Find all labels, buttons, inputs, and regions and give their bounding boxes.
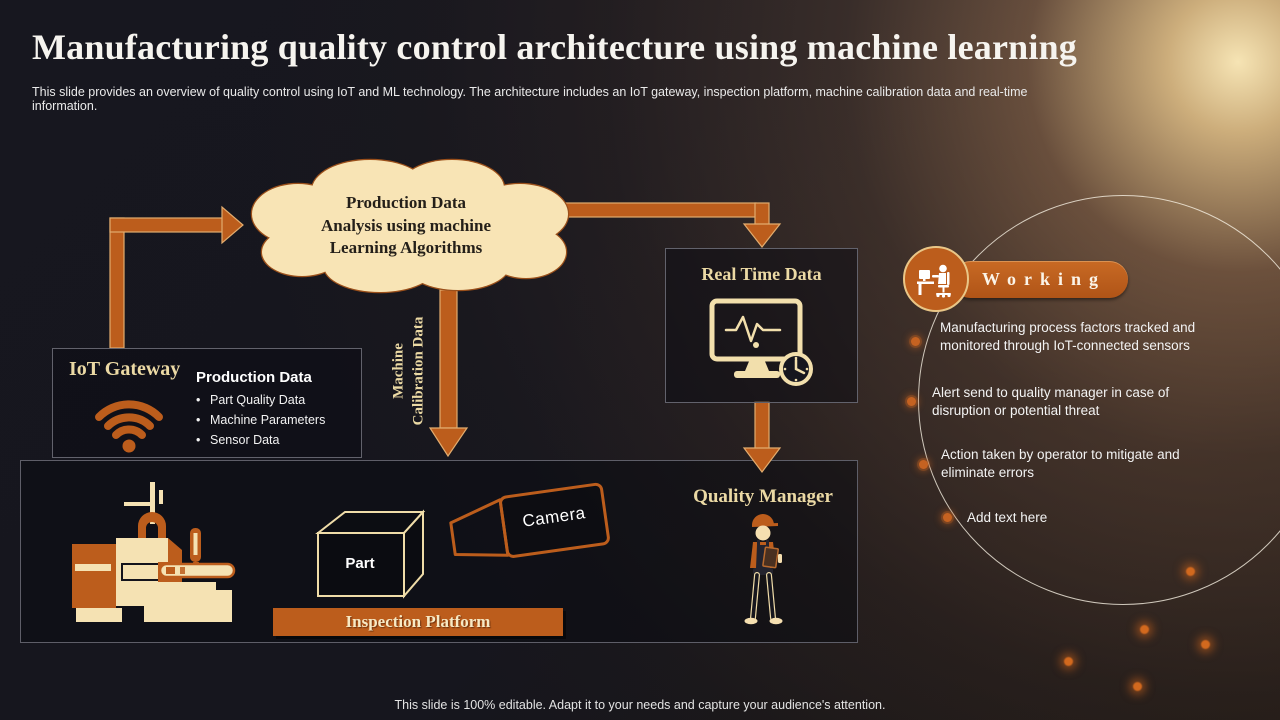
working-label: Working xyxy=(981,269,1107,289)
inspector-person-icon xyxy=(744,514,783,625)
production-analysis-cloud[interactable]: Production Data Analysis using machine L… xyxy=(238,150,574,298)
monitor-pulse-clock-icon xyxy=(709,298,813,386)
bullet-text: Part Quality Data xyxy=(210,393,306,407)
cloud-label: Production Data Analysis using machine L… xyxy=(238,150,574,298)
machine-calibration-data-label[interactable]: Machine Calibration Data xyxy=(386,303,432,440)
bullet-icon: • xyxy=(196,433,201,447)
iot-gateway-title: IoT Gateway xyxy=(69,358,181,380)
bullet-icon: • xyxy=(196,393,201,407)
wifi-icon xyxy=(95,400,163,453)
arrow-cloud-to-realtime xyxy=(562,202,782,248)
machine-calibration-line2: Calibration Data xyxy=(410,316,427,426)
cloud-label-line1: Production Data xyxy=(345,192,467,212)
bullet-text: Machine Parameters xyxy=(210,413,326,427)
slide-subtitle: This slide provides an overview of quali… xyxy=(32,85,1028,113)
bullet-icon: • xyxy=(196,413,201,427)
arrow-iot-to-cloud xyxy=(109,205,244,349)
real-time-data-title: Real Time Data xyxy=(701,264,822,284)
working-icon-circle[interactable] xyxy=(903,246,969,312)
cube-wireframe-icon xyxy=(315,509,426,599)
list-marker-dot xyxy=(943,513,952,522)
sparkle-dot xyxy=(1140,625,1149,634)
list-marker-dot xyxy=(911,337,920,346)
working-item-3[interactable]: Action taken by operator to mitigate and… xyxy=(941,447,1180,480)
production-data-title: Production Data xyxy=(196,369,312,386)
cloud-shape-icon xyxy=(250,158,570,294)
working-badge[interactable]: Working xyxy=(952,261,1128,298)
sparkle-dot xyxy=(1201,640,1210,649)
sparkle-dot xyxy=(1133,682,1142,691)
quality-manager-title: Quality Manager xyxy=(693,486,833,507)
part-label: Part xyxy=(345,555,375,572)
list-marker-dot xyxy=(919,460,928,469)
working-item-2[interactable]: Alert send to quality manager in case of… xyxy=(932,385,1170,418)
real-time-data-box[interactable]: Real Time Data xyxy=(665,248,858,403)
sparkle-dot xyxy=(1186,567,1195,576)
arrow-machine-calibration-down xyxy=(428,289,469,458)
iot-gateway-box[interactable]: IoT Gateway Production Data • Part Quali… xyxy=(52,348,362,458)
slide-footer-note: This slide is 100% editable. Adapt it to… xyxy=(394,698,886,712)
arrow-realtime-to-quality-manager xyxy=(742,401,782,473)
part-cube[interactable]: Part xyxy=(310,508,428,600)
cnc-machine-icon xyxy=(72,482,236,622)
inspection-platform-label: Inspection Platform xyxy=(345,612,491,631)
bullet-text: Sensor Data xyxy=(210,433,280,447)
machine-calibration-line1: Machine xyxy=(390,343,407,399)
operator-at-desk-icon xyxy=(917,264,951,298)
list-item: • Sensor Data xyxy=(196,430,356,450)
cloud-label-line3: Learning Algorithms xyxy=(329,238,483,258)
list-marker-dot xyxy=(907,397,916,406)
camera-shape[interactable]: Camera xyxy=(443,477,614,575)
working-item-1[interactable]: Manufacturing process factors tracked an… xyxy=(940,320,1196,353)
list-item: • Machine Parameters xyxy=(196,410,356,430)
working-item-4[interactable]: Add text here xyxy=(967,510,1048,525)
production-data-list: Production Data • Part Quality Data • Ma… xyxy=(196,369,356,450)
list-item: • Part Quality Data xyxy=(196,390,356,410)
camera-wireframe-icon xyxy=(449,482,610,558)
cloud-label-line2: Analysis using machine xyxy=(320,215,492,235)
inspection-platform-bar[interactable]: Inspection Platform xyxy=(273,608,563,636)
page-title: Manufacturing quality control architectu… xyxy=(32,27,1077,67)
sparkle-dot xyxy=(1064,657,1073,666)
